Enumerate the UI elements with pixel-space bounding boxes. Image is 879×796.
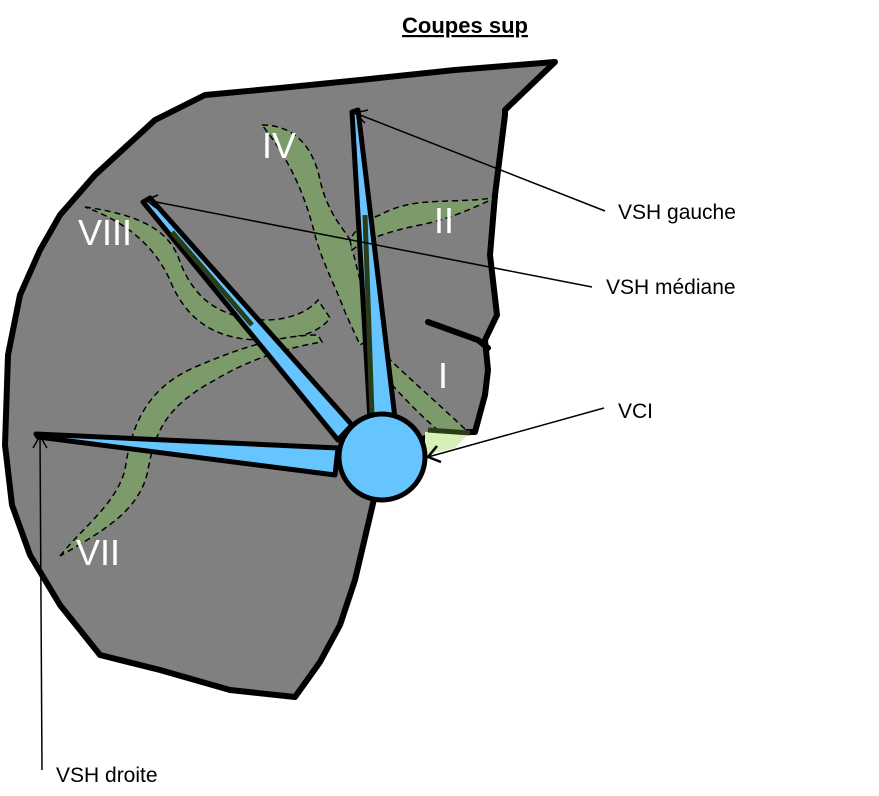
ligament-notch [425, 319, 491, 351]
portal-branch-vii [59, 334, 324, 557]
segment-label-ii: II [434, 200, 454, 241]
callout-line-vsh-droite [39, 435, 43, 771]
diagram-title: Coupes sup [402, 13, 528, 38]
arrowhead-vsh-droite [32, 434, 48, 449]
portal-dark-edges [170, 214, 471, 436]
segment-label-vii: VII [76, 532, 120, 573]
label-vsh-mediane: VSH médiane [606, 276, 736, 299]
segment-label-viii: VIII [78, 212, 132, 253]
arrowhead-vsh-mediane [144, 194, 159, 209]
label-vsh-gauche: VSH gauche [618, 201, 736, 224]
portal-branches [59, 124, 499, 557]
segment-label-i: I [438, 355, 448, 396]
arrowhead-vci [425, 445, 442, 464]
callout-line-vsh-gauche [354, 112, 606, 212]
portal-branch-viii [84, 206, 331, 341]
portal-branch-iv [260, 124, 369, 347]
segment-label-iv: IV [262, 125, 296, 166]
callout-line-vci [427, 407, 605, 458]
vci-circle [336, 411, 428, 503]
arrowhead-vsh-gauche [353, 109, 369, 124]
label-vsh-droite: VSH droite [56, 764, 158, 787]
vsh-droite-vein [33, 431, 341, 478]
label-vci: VCI [618, 400, 653, 423]
callout-lines [32, 109, 606, 771]
portal-light-patch [425, 432, 470, 455]
callout-line-vsh-mediane [145, 199, 593, 288]
